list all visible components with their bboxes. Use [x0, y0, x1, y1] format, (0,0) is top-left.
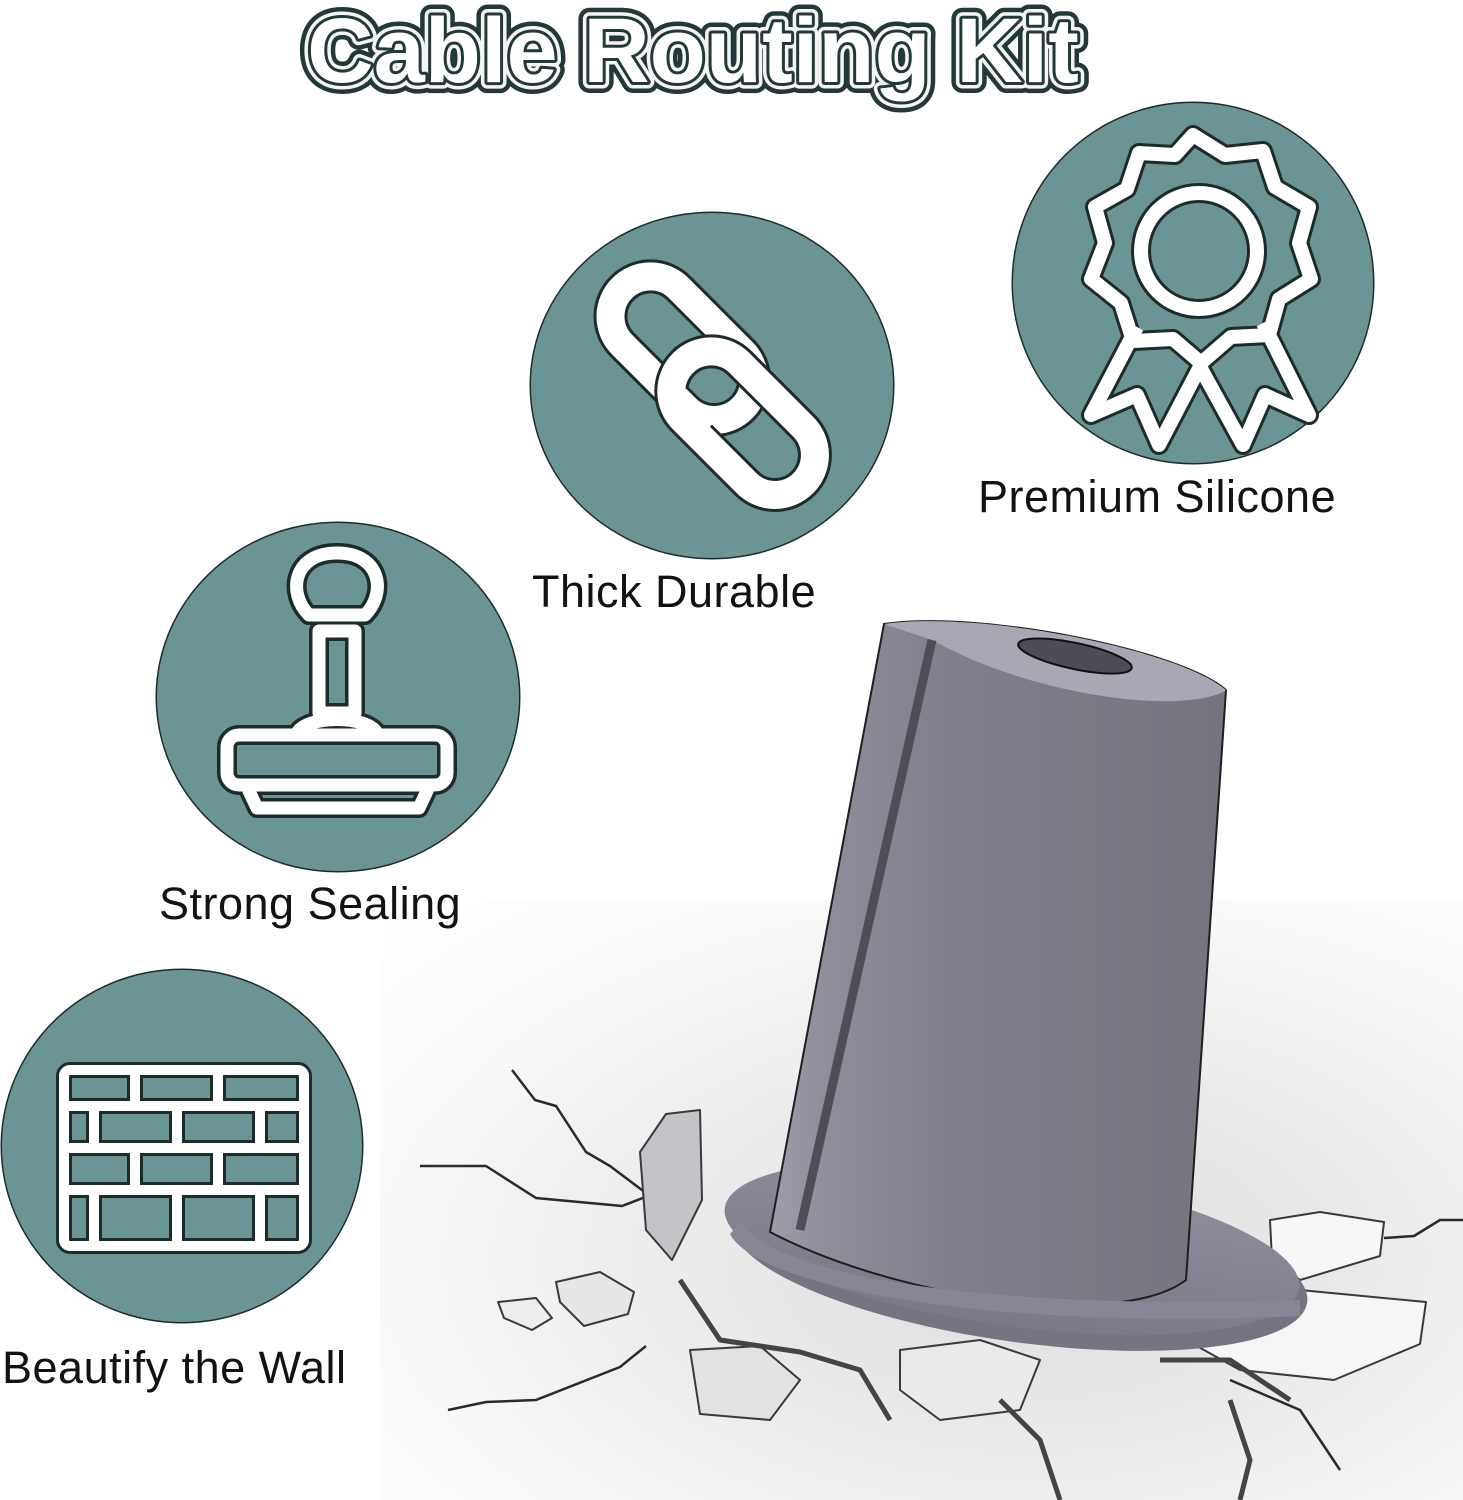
feature-badge	[531, 213, 893, 558]
title-outer-stroke: Cable Routing Kit	[307, 0, 1079, 102]
title-graphic: Cable Routing Kit Cable Routing Kit Cabl…	[296, 0, 1090, 113]
brick-wall-icon	[56, 1062, 312, 1254]
title-white-ring: Cable Routing Kit	[307, 0, 1079, 102]
feature-label: Thick Durable	[532, 566, 817, 617]
wall-shadow	[380, 900, 1463, 1500]
stamp-seal-icon	[217, 543, 457, 818]
feature-label: Beautify the Wall	[2, 1342, 347, 1393]
feature-label: Premium Silicone	[978, 471, 1337, 522]
feature-label: Strong Sealing	[159, 878, 462, 929]
chain-link-icon	[593, 259, 832, 513]
page-title: Cable Routing Kit Cable Routing Kit Cabl…	[268, 0, 1118, 113]
award-ribbon-icon	[1081, 125, 1321, 455]
title-text: Cable Routing Kit	[307, 0, 1079, 102]
title-inner-stroke: Cable Routing Kit	[307, 0, 1079, 102]
